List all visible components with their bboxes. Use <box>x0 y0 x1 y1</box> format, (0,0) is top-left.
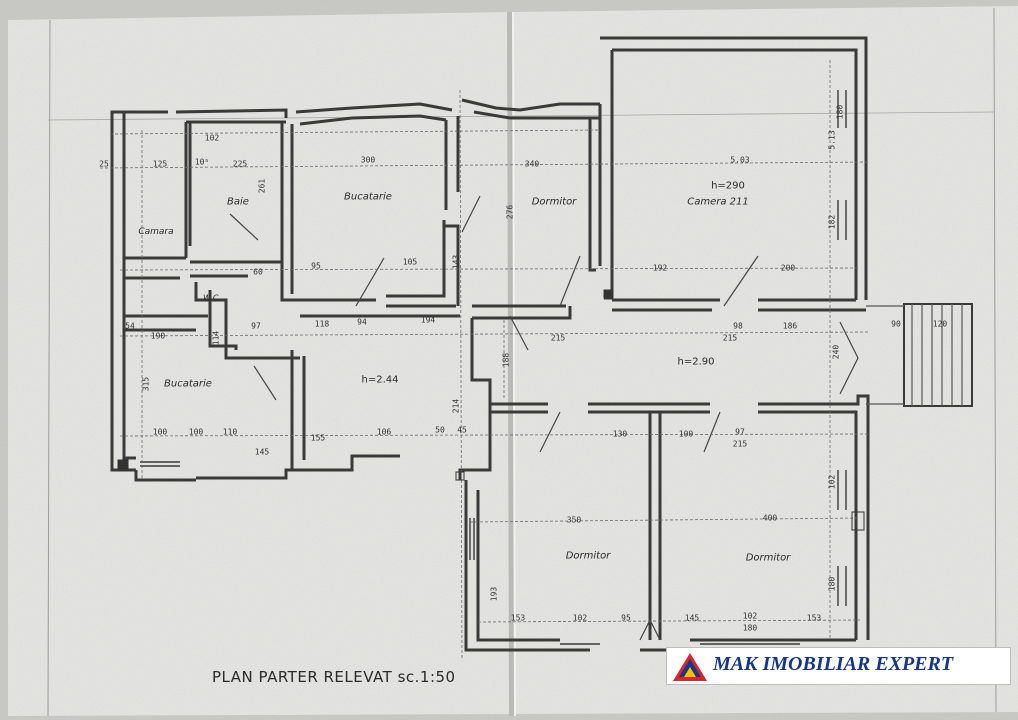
height-label-hall: h=2.90 <box>677 356 715 368</box>
dim-label: 192 <box>652 263 668 273</box>
dim-label: 155 <box>310 433 326 443</box>
dim-label: 180 <box>742 623 758 633</box>
dim-label: 97 <box>735 427 745 437</box>
room-label-baie: Baie <box>227 196 249 208</box>
dim-label: 98 <box>733 321 743 331</box>
room-label-wc: W.C. <box>203 293 221 303</box>
dim-label: 340 <box>524 159 540 169</box>
brand-mark-icon <box>673 653 707 681</box>
dim-label: 100 <box>188 427 204 437</box>
dim-label: 145 <box>684 613 700 623</box>
dim-label: 215 <box>550 333 566 343</box>
stair-treads <box>866 304 963 406</box>
dim-label: 105 <box>402 257 418 267</box>
dim-label: 5.13 <box>827 130 837 150</box>
dim-label: 400 <box>762 513 778 523</box>
walls <box>110 36 973 652</box>
dim-label: 50 <box>435 425 445 435</box>
dim-label: 106 <box>376 427 392 437</box>
dim-label: 143 <box>451 254 461 270</box>
dim-label: 215 <box>722 333 738 343</box>
wall-left-bottom <box>196 454 400 480</box>
dim-label: 90 <box>891 319 901 329</box>
dim-label: 125 <box>152 159 168 169</box>
wall-wc <box>194 282 300 360</box>
dim-label: 153 <box>510 613 526 623</box>
wall-top-left <box>175 108 288 118</box>
dim-label: 45 <box>457 425 467 435</box>
room-label-camera: Camera 211 <box>687 196 749 208</box>
dim-label: 190 <box>150 331 166 341</box>
plan-title: PLAN PARTER RELEVAT sc.1:50 <box>212 668 456 686</box>
dim-label: 200 <box>780 263 796 273</box>
room-label-camara: Camara <box>138 227 174 237</box>
dim-label: 276 <box>505 204 515 220</box>
dim-label: 180 <box>835 104 845 120</box>
dim-label: 102 <box>204 133 220 143</box>
dim-label: 300 <box>360 155 376 165</box>
dim-label: 95 <box>311 261 321 271</box>
dim-label: 188 <box>501 352 511 368</box>
wall-dormitor-right <box>588 118 596 272</box>
dim-label: 10⁵ <box>194 157 210 167</box>
dim-label: 350 <box>566 515 582 525</box>
dim-label: 110 <box>222 427 238 437</box>
brand-name: MAK IMOBILIAR EXPERT <box>713 653 954 675</box>
dim-label: 5.03 <box>730 155 750 165</box>
wall-top-kitchen <box>295 102 453 114</box>
height-label-camera: h=290 <box>711 180 745 192</box>
dim-label: 102 <box>572 613 588 623</box>
wall-bath-right <box>280 122 296 302</box>
dim-label: 225 <box>232 159 248 169</box>
dim-label: 215 <box>732 439 748 449</box>
dim-label: 261 <box>257 178 267 194</box>
dim-label: 240 <box>831 344 841 360</box>
dim-label: 114 <box>211 330 221 346</box>
brand-logo: MAK IMOBILIAR EXPERT <box>666 647 1011 685</box>
wall-bedroom-left <box>464 480 590 652</box>
door-swings <box>229 195 859 641</box>
dim-label: 102 <box>742 611 758 621</box>
dim-label: 193 <box>489 586 499 602</box>
dim-label: 186 <box>782 321 798 331</box>
dim-label: 100 <box>678 429 694 439</box>
height-label-center: h=2.44 <box>361 374 399 386</box>
room-label-dormitor-top: Dormitor <box>531 196 577 208</box>
dim-label: 182 <box>827 214 837 230</box>
corner-marks <box>117 289 865 531</box>
wall-camera <box>600 36 868 300</box>
room-label-bucatarie-left: Bucatarie <box>164 378 212 390</box>
dim-label: 153 <box>806 613 822 623</box>
dim-label: 95 <box>621 613 631 623</box>
dim-label: 315 <box>141 376 151 392</box>
room-label-dormitor-bottom-right: Dormitor <box>745 552 791 564</box>
dim-label: 145 <box>254 447 270 457</box>
dim-label: 214 <box>451 398 461 414</box>
dim-label: 118 <box>314 319 330 329</box>
dim-label: 97 <box>251 321 261 331</box>
dim-label: 60 <box>253 267 263 277</box>
dim-label: 194 <box>420 315 436 325</box>
dim-label: 180 <box>827 576 837 592</box>
dim-label: 25 <box>99 159 109 169</box>
dim-label: 102 <box>827 474 837 490</box>
stair <box>903 303 973 407</box>
wall-dormitor-top <box>461 98 600 112</box>
room-label-bucatarie-top: Bucatarie <box>344 191 392 203</box>
page-fold <box>507 11 515 717</box>
dimension-lines <box>99 60 871 661</box>
windows <box>140 90 847 645</box>
dim-label: 100 <box>152 427 168 437</box>
dim-label: 94 <box>357 317 367 327</box>
room-label-dormitor-bottom-left: Dormitor <box>565 550 611 562</box>
dim-label: 130 <box>612 429 628 439</box>
dim-label: 120 <box>932 319 948 329</box>
dim-label: 54 <box>125 321 135 331</box>
